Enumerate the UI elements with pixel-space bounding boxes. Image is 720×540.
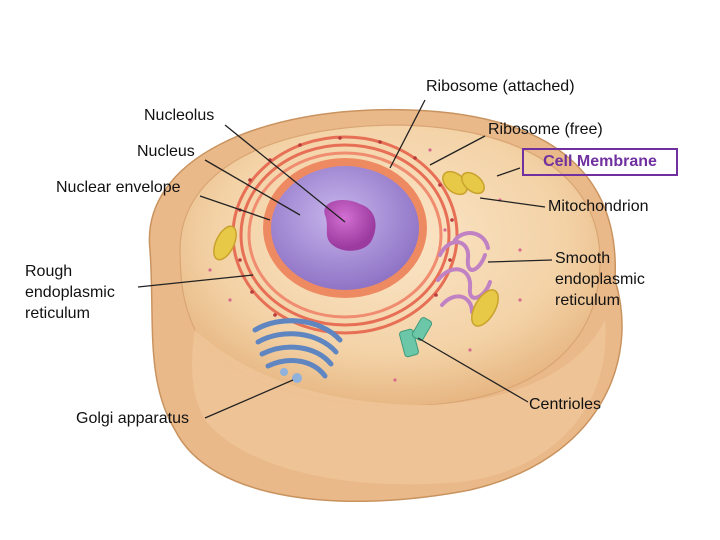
leader-rough-er [137,274,254,288]
leader-ribosome-free [429,135,486,166]
label-smooth-er: Smooth endoplasmic reticulum [555,250,645,309]
label-ribosome-attached: Ribosome (attached) [426,78,575,95]
leader-smooth-er [487,259,553,263]
nucleolus [324,199,376,251]
label-golgi: Golgi apparatus [76,410,189,427]
label-nucleus: Nucleus [137,143,195,160]
leader-nuclear-envelope [199,195,271,221]
golgi-vesicle [280,368,288,376]
cell-cut-face [192,320,606,485]
leader-nucleolus [224,124,346,223]
leader-mitochondrion [479,197,546,208]
leader-ribosome-attached [389,99,426,169]
smooth-er [436,231,492,314]
label-cell-membrane: Cell Membrane [522,148,678,176]
leader-nucleus [204,159,301,216]
leader-lines [137,99,553,419]
label-centrioles: Centrioles [529,396,602,413]
free-ribosomes [208,148,522,382]
label-nuclear-envelope: Nuclear envelope [56,179,181,196]
leader-cell-membrane [496,167,521,177]
rough-er-ribosomes [238,136,454,317]
golgi-apparatus [252,318,343,379]
label-nucleolus: Nucleolus [144,107,215,124]
label-mitochondrion: Mitochondrion [548,198,649,215]
label-ribosome-free: Ribosome (free) [488,121,603,138]
mitochondria [213,170,499,327]
label-rough-er: Rough endoplasmic reticulum [25,263,115,322]
leader-golgi [204,379,294,419]
leader-centrioles [417,337,529,403]
golgi-vesicle [292,373,302,383]
centrioles [399,317,433,358]
